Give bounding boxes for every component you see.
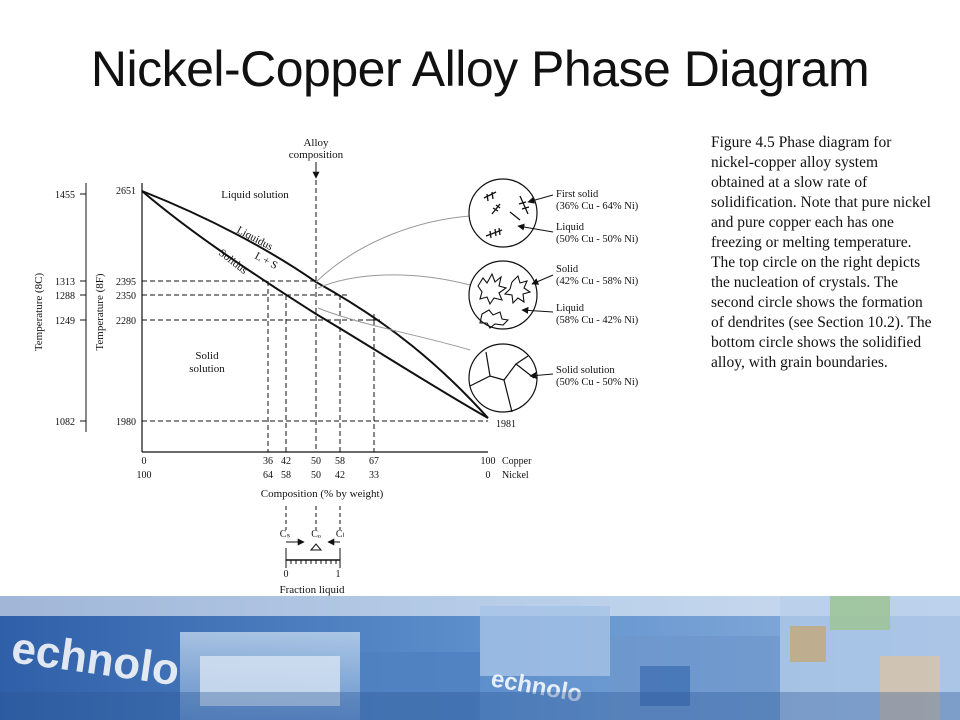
region-solid-1: Solid bbox=[195, 350, 219, 362]
c-tick-1455: 1455 bbox=[55, 190, 75, 201]
callout-first-solid: First solid bbox=[556, 189, 599, 200]
copper-label: Copper bbox=[502, 456, 532, 467]
lever-rule bbox=[285, 506, 341, 568]
callout-solid-comp: (42% Cu - 58% Ni) bbox=[556, 276, 639, 287]
callout-solid-solution-comp: (50% Cu - 50% Ni) bbox=[556, 377, 639, 388]
lever-cl: Cₗ bbox=[336, 529, 345, 540]
f-tick-1980: 1980 bbox=[116, 417, 136, 428]
liquidus-label: Liquidus bbox=[235, 224, 275, 253]
connector-curves bbox=[315, 215, 471, 351]
f-tick-2350: 2350 bbox=[116, 291, 136, 302]
callout-liquid-1-comp: (50% Cu - 50% Ni) bbox=[556, 234, 639, 245]
x-bottom-50: 50 bbox=[311, 470, 321, 481]
x-axis-bottom-labels: 100 64 58 50 42 33 0 bbox=[137, 470, 491, 481]
callout-liquid-1: Liquid bbox=[556, 222, 585, 233]
solidus-curve bbox=[141, 190, 489, 419]
x-top-50: 50 bbox=[311, 456, 321, 467]
f-ticks: 2651 2395 2350 2280 1980 bbox=[116, 186, 136, 428]
c-tick-1082: 1082 bbox=[55, 417, 75, 428]
c-tick-1288: 1288 bbox=[55, 291, 75, 302]
fraction-liquid-label: Fraction liquid bbox=[279, 584, 345, 596]
composition-axis-label: Composition (% by weight) bbox=[261, 488, 384, 500]
callout-solid-solution: Solid solution bbox=[556, 365, 615, 376]
callout-solid: Solid bbox=[556, 264, 579, 275]
x-bottom-100: 100 bbox=[137, 470, 152, 481]
x-bottom-33: 33 bbox=[369, 470, 379, 481]
x-axis-top-labels: 0 36 42 50 58 67 100 bbox=[142, 456, 496, 467]
c-tick-1313: 1313 bbox=[55, 277, 75, 288]
lever-co: Cₒ bbox=[311, 529, 321, 540]
alloy-composition-label-2: composition bbox=[289, 149, 344, 161]
slide-title: Nickel-Copper Alloy Phase Diagram bbox=[90, 41, 870, 97]
solidus-label: Solidus bbox=[216, 247, 249, 277]
f-tick-2280: 2280 bbox=[116, 316, 136, 327]
region-solid-2: solution bbox=[189, 363, 225, 375]
lever-cs: Cₛ bbox=[280, 529, 291, 540]
x-top-100: 100 bbox=[481, 456, 496, 467]
temp-c-axis-label: Temperature (8C) bbox=[33, 273, 45, 352]
x-bottom-42: 42 bbox=[335, 470, 345, 481]
c-tick-1249: 1249 bbox=[55, 316, 75, 327]
callout-first-solid-comp: (36% Cu - 64% Ni) bbox=[556, 201, 639, 212]
copper-melting-point: 1981 bbox=[496, 419, 516, 430]
f-tick-2651: 2651 bbox=[116, 186, 136, 197]
x-top-0: 0 bbox=[142, 456, 147, 467]
guide-lines bbox=[142, 180, 488, 452]
c-ticks: 1455 1313 1288 1249 1082 bbox=[55, 190, 75, 428]
phase-diagram: Alloy composition Temperature (8C) Tempe… bbox=[33, 137, 639, 596]
x-bottom-64: 64 bbox=[263, 470, 273, 481]
x-bottom-0: 0 bbox=[486, 470, 491, 481]
callout-liquid-2: Liquid bbox=[556, 303, 585, 314]
ls-label: L + S bbox=[253, 250, 280, 272]
x-top-67: 67 bbox=[369, 456, 379, 467]
fraction-one: 1 bbox=[336, 569, 341, 580]
figure-caption: Figure 4.5 Phase diagram for nickel-copp… bbox=[711, 134, 932, 371]
microstructure-circle-grains bbox=[468, 343, 538, 413]
fraction-zero: 0 bbox=[284, 569, 289, 580]
x-top-36: 36 bbox=[263, 456, 273, 467]
microstructure-circle-nucleation bbox=[468, 178, 538, 248]
temp-f-axis-label: Temperature (8F) bbox=[94, 273, 106, 350]
nickel-label: Nickel bbox=[502, 470, 529, 481]
x-top-58: 58 bbox=[335, 456, 345, 467]
technology-banner: echnolo echnolo bbox=[0, 596, 960, 720]
alloy-composition-label: Alloy bbox=[303, 137, 329, 149]
f-tick-2395: 2395 bbox=[116, 277, 136, 288]
microstructure-circle-dendrites bbox=[468, 260, 538, 330]
callout-liquid-2-comp: (58% Cu - 42% Ni) bbox=[556, 315, 639, 326]
x-bottom-58: 58 bbox=[281, 470, 291, 481]
liquidus-curve bbox=[141, 190, 489, 419]
region-liquid-solution: Liquid solution bbox=[221, 189, 289, 201]
x-top-42: 42 bbox=[281, 456, 291, 467]
